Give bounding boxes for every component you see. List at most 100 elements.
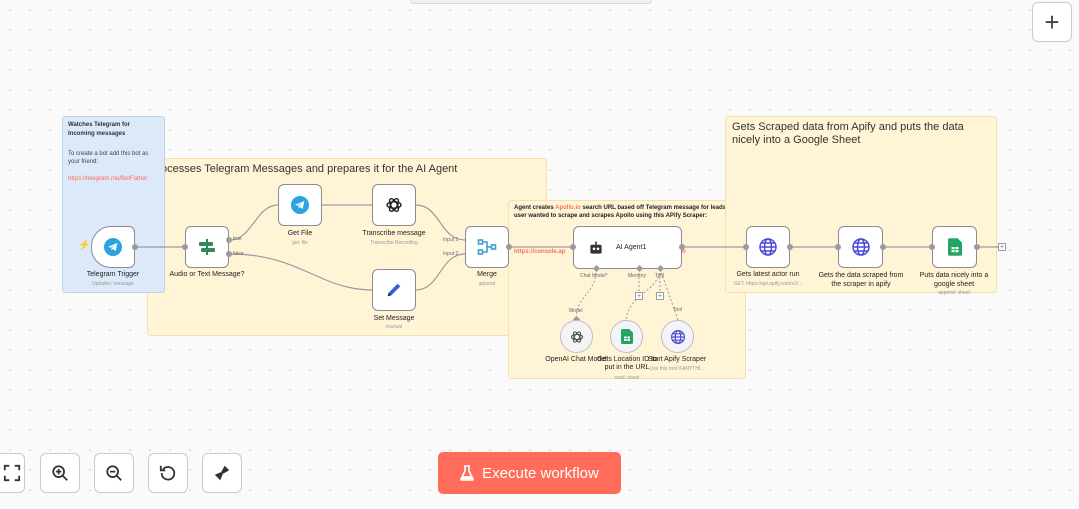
node-sublabel: Transcribe Recording — [370, 240, 418, 246]
pencil-icon — [387, 283, 401, 297]
flask-icon — [460, 465, 475, 481]
zoom-out-button[interactable] — [94, 453, 134, 493]
execute-workflow-label: Execute workflow — [482, 464, 599, 482]
get-scraped-data-node[interactable] — [838, 226, 883, 268]
output-handle[interactable] — [974, 244, 980, 250]
openai-icon — [386, 198, 402, 212]
get-file-node[interactable] — [278, 184, 322, 226]
sheets-icon — [947, 238, 962, 256]
merge-node[interactable] — [465, 226, 509, 268]
node-label: Gets the data scraped from the scraper i… — [818, 272, 904, 288]
get-location-node[interactable] — [610, 320, 643, 353]
agent-text-after: search URL based off Telegram message fo… — [514, 205, 737, 219]
node-label: Puts data nicely into a google sheet — [919, 272, 989, 288]
execute-workflow-button[interactable]: Execute workflow — [438, 452, 621, 494]
apollo-link[interactable]: Apollo.io — [555, 205, 581, 211]
sticky-note-body: To create a bot add this bot as your fri… — [68, 151, 149, 165]
sticky-note-title: ocesses Telegram Messages and prepares i… — [161, 163, 458, 175]
port-label-tool-top: Tool — [673, 307, 683, 313]
node-sublabel: append: sheet — [938, 290, 970, 296]
zoom-out-icon — [106, 465, 122, 481]
output-handle[interactable] — [132, 244, 138, 250]
sticky-note-telegram[interactable]: Watches Telegram for Incoming messages T… — [62, 116, 165, 293]
node-label: Start Apify Scraper — [647, 356, 707, 363]
node-sublabel: Updates: message — [92, 281, 134, 287]
globe-icon — [670, 329, 685, 344]
node-sublabel: Use this tool if ANYTHI... — [649, 366, 705, 372]
sticky-note-title: Gets Scraped data from Apify and puts th… — [732, 121, 964, 146]
node-label: Gets Location ID to put in the URL — [597, 356, 657, 371]
add-next-node-button[interactable]: + — [998, 243, 1006, 251]
apify-url-link-end[interactable]: o — [682, 249, 686, 255]
ai-agent-node[interactable]: AI Agent1 — [573, 226, 682, 269]
node-label: Telegram Trigger — [86, 271, 140, 278]
port-label-true: true — [233, 236, 242, 242]
latest-actor-run-node[interactable] — [746, 226, 790, 268]
connection-line — [415, 253, 466, 291]
output-handle[interactable] — [787, 244, 793, 250]
google-sheet-node[interactable] — [932, 226, 977, 268]
add-node-button[interactable]: + — [1032, 2, 1072, 42]
telegram-icon — [104, 238, 122, 256]
sticky-note-title: Watches Telegram for Incoming messages — [68, 122, 131, 137]
set-message-node[interactable] — [372, 269, 416, 311]
port-label-input1: Input 1 — [443, 237, 459, 243]
input-handle[interactable] — [929, 244, 935, 250]
output-handle[interactable] — [679, 244, 685, 250]
node-sublabel: GET: https://api.apify.com/v2/... — [733, 281, 803, 287]
reset-zoom-icon — [159, 465, 176, 481]
node-label: Merge — [477, 271, 497, 278]
node-sublabel: append — [478, 281, 496, 287]
transcribe-message-node[interactable] — [372, 184, 416, 226]
agent-text-before: Agent creates — [514, 205, 556, 211]
zoom-in-button[interactable] — [40, 453, 80, 493]
zoom-in-icon — [52, 465, 68, 481]
node-sublabel: read: sheet — [614, 375, 640, 381]
node-label: Transcribe message — [362, 230, 426, 237]
port-label-false: false — [233, 251, 244, 257]
merge-icon — [477, 239, 497, 255]
output-handle-true[interactable] — [226, 237, 232, 243]
input-handle[interactable] — [743, 244, 749, 250]
port-label-input2: Input 2 — [443, 251, 459, 257]
output-handle[interactable] — [506, 244, 512, 250]
input-handle[interactable] — [182, 244, 188, 250]
start-apify-scraper-node[interactable] — [661, 320, 694, 353]
node-sublabel: manual — [385, 324, 403, 330]
port-label-memory: Memory — [628, 273, 647, 279]
connection-line — [229, 204, 279, 241]
apify-url-link[interactable]: https://console.ap — [514, 249, 566, 255]
input-handle[interactable] — [835, 244, 841, 250]
add-tool-button[interactable]: + — [656, 292, 664, 300]
sticky-note-body: Agent creates Apollo.io search URL based… — [514, 204, 742, 220]
output-handle[interactable] — [880, 244, 886, 250]
add-memory-button[interactable]: + — [635, 292, 643, 300]
openai-chat-model-node[interactable] — [560, 320, 593, 353]
input-handle[interactable] — [570, 244, 576, 250]
sub-connection-line — [575, 268, 597, 321]
node-label: Get File — [287, 230, 313, 237]
node-label: Audio or Text Message? — [169, 271, 245, 278]
globe-icon — [759, 238, 777, 256]
connection-line — [415, 204, 466, 241]
trigger-bolt-icon: ⚡ — [78, 240, 91, 251]
tidy-up-icon — [214, 465, 230, 481]
globe-icon — [851, 238, 870, 256]
switch-icon — [199, 239, 215, 255]
fit-view-icon — [3, 464, 21, 482]
node-sublabel: get: file — [291, 240, 309, 246]
reset-zoom-button[interactable] — [148, 453, 188, 493]
fit-view-button[interactable] — [0, 453, 25, 493]
node-label: AI Agent1 — [616, 244, 647, 251]
botfather-link[interactable]: https://telegram.me/BotFather — [68, 176, 148, 182]
node-label: OpenAI Chat Model — [545, 356, 607, 363]
tidy-up-button[interactable] — [202, 453, 242, 493]
telegram-trigger-node[interactable] — [91, 226, 135, 268]
audio-or-text-switch-node[interactable] — [185, 226, 229, 268]
openai-icon — [570, 330, 583, 343]
connection-line — [229, 253, 373, 291]
output-handle-false[interactable] — [226, 251, 232, 257]
port-label-tool: Tool — [655, 273, 665, 279]
sub-connection-line — [659, 268, 679, 321]
